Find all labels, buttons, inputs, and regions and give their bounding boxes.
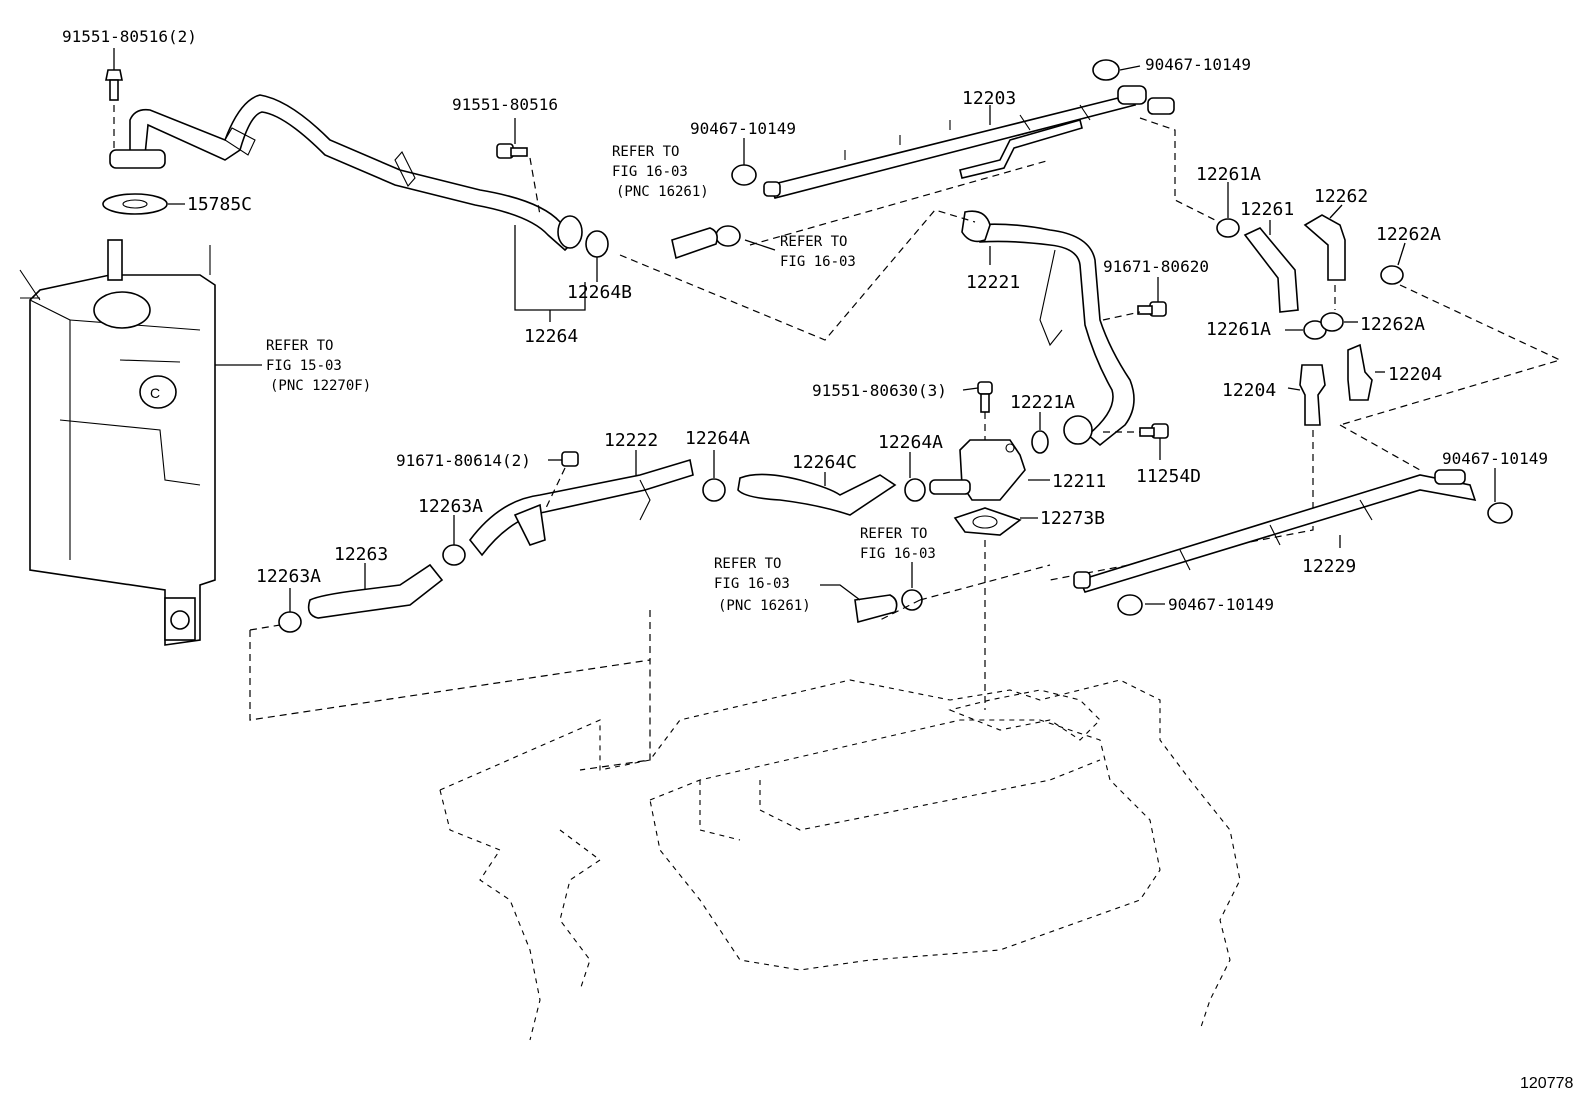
clamp-12261a-top: [1216, 218, 1240, 238]
label-90467-10149-b: 90467-10149: [690, 119, 796, 138]
label-12263a-top: 12263A: [418, 496, 483, 517]
engine-block-outline: [439, 679, 1241, 1041]
svg-text:REFER TO: REFER TO: [780, 234, 847, 250]
part-labels: 91551-80516(2) 15785C 91551-80516 12264B…: [62, 27, 1548, 614]
ref-note-top-left: REFER TO FIG 16-03 (PNC 16261): [612, 144, 709, 200]
union-12204-left: [1299, 364, 1326, 426]
o-ring-12221a: [1031, 430, 1049, 454]
ref-note-tank: REFER TO FIG 15-03 (PNC 12270F): [266, 338, 371, 394]
bolt-91551-80516: [496, 143, 528, 159]
clamp-12262a-mid: [1320, 312, 1344, 332]
label-91671-80620: 91671-80620: [1103, 257, 1209, 276]
hose-fig16-03-top: [671, 227, 718, 260]
clamp-90467-10149-top: [1092, 59, 1120, 81]
label-12263a-bottom: 12263A: [256, 566, 321, 587]
clamp-12264a-left: [702, 478, 726, 502]
label-12264c: 12264C: [792, 452, 857, 473]
svg-text:FIG 16-03: FIG 16-03: [612, 164, 688, 180]
hose-12221: [961, 210, 1135, 447]
label-12261a-mid: 12261A: [1206, 319, 1271, 340]
svg-text:(PNC 16261): (PNC 16261): [616, 184, 709, 200]
svg-text:(PNC 16261): (PNC 16261): [718, 598, 811, 614]
reference-notes: REFER TO FIG 15-03 (PNC 12270F) REFER TO…: [266, 144, 936, 614]
bolt-91671-80614-2: [561, 451, 579, 467]
label-91671-80614-2: 91671-80614(2): [396, 451, 531, 470]
label-12261: 12261: [1240, 199, 1294, 220]
hose-12261: [1243, 227, 1299, 313]
pipe-12229: [1073, 469, 1477, 593]
svg-text:FIG 16-03: FIG 16-03: [860, 546, 936, 562]
label-12264: 12264: [524, 326, 578, 347]
svg-text:REFER TO: REFER TO: [714, 556, 781, 572]
label-90467-10149-c: 90467-10149: [1442, 449, 1548, 468]
clamp-12262a-top: [1380, 265, 1404, 285]
hose-12264c: [737, 473, 897, 516]
label-15785c: 15785C: [187, 194, 252, 215]
svg-text:REFER TO: REFER TO: [860, 526, 927, 542]
label-91551-80516: 91551-80516: [452, 95, 558, 114]
clamp-fig16-03: [715, 225, 741, 247]
figure-id: 120778: [1520, 1075, 1573, 1092]
label-91551-80516-2: 91551-80516(2): [62, 27, 197, 46]
label-12204-right: 12204: [1388, 364, 1442, 385]
ref-note-bottom: REFER TO FIG 16-03 (PNC 16261): [714, 556, 811, 614]
bolt-91551-80630-3: [977, 381, 993, 413]
hose-fig16-03-bottom: [854, 594, 898, 624]
clamp-12264a-right: [904, 478, 926, 502]
label-12203: 12203: [962, 88, 1016, 109]
svg-text:REFER TO: REFER TO: [266, 338, 333, 354]
label-12262a-mid: 12262A: [1360, 314, 1425, 335]
ref-note-mid: REFER TO FIG 16-03: [860, 526, 936, 562]
ref-note-top-right: REFER TO FIG 16-03: [780, 234, 856, 270]
clamp-90467-10149-bottom: [1117, 594, 1143, 616]
gasket-15785c: [102, 193, 168, 215]
pipe-12222: [468, 458, 694, 557]
svg-text:FIG 16-03: FIG 16-03: [714, 576, 790, 592]
reservoir-tank: C: [19, 239, 216, 646]
o-ring-12264b: [585, 230, 609, 258]
label-91551-80630-3: 91551-80630(3): [812, 381, 947, 400]
water-outlet-12211: [929, 439, 1026, 501]
label-12221: 12221: [966, 272, 1020, 293]
clamp-12263a-bottom: [278, 611, 302, 633]
pipe-12203: [763, 85, 1175, 199]
label-12273b: 12273B: [1040, 508, 1105, 529]
label-12262a-top: 12262A: [1376, 224, 1441, 245]
label-12261a-top: 12261A: [1196, 164, 1261, 185]
label-12263: 12263: [334, 544, 388, 565]
locator-lines: [249, 209, 1051, 771]
label-12264a-b: 12264A: [878, 432, 943, 453]
clamp-12263a-top: [442, 544, 466, 566]
label-12211: 12211: [1052, 471, 1106, 492]
stud-11254d: [1139, 423, 1169, 439]
clamp-90467-10149-right: [1487, 502, 1513, 524]
hose-12264: [109, 94, 583, 252]
label-12264a-a: 12264A: [685, 428, 750, 449]
svg-text:REFER TO: REFER TO: [612, 144, 679, 160]
label-11254d: 11254D: [1136, 466, 1201, 487]
label-90467-10149-d: 90467-10149: [1168, 595, 1274, 614]
svg-text:FIG 15-03: FIG 15-03: [266, 358, 342, 374]
gasket-12273b: [953, 507, 1022, 536]
bolt-91671-80620: [1137, 301, 1167, 317]
label-12221a: 12221A: [1010, 392, 1075, 413]
label-12204-left: 12204: [1222, 380, 1276, 401]
label-90467-10149-a: 90467-10149: [1145, 55, 1251, 74]
label-12264b: 12264B: [567, 282, 632, 303]
hose-12262: [1303, 214, 1346, 281]
label-12262: 12262: [1314, 186, 1368, 207]
hose-12263: [307, 563, 444, 619]
bolt-91551-80516-2: [105, 69, 123, 101]
svg-text:(PNC 12270F): (PNC 12270F): [270, 378, 371, 394]
svg-text:FIG 16-03: FIG 16-03: [780, 254, 856, 270]
label-12229: 12229: [1302, 556, 1356, 577]
svg-text:C: C: [150, 385, 160, 401]
label-12222: 12222: [604, 430, 658, 451]
leader-lines: [113, 48, 1496, 612]
union-12204-right: [1347, 343, 1373, 401]
clamp-90467-10149-left: [731, 164, 757, 186]
